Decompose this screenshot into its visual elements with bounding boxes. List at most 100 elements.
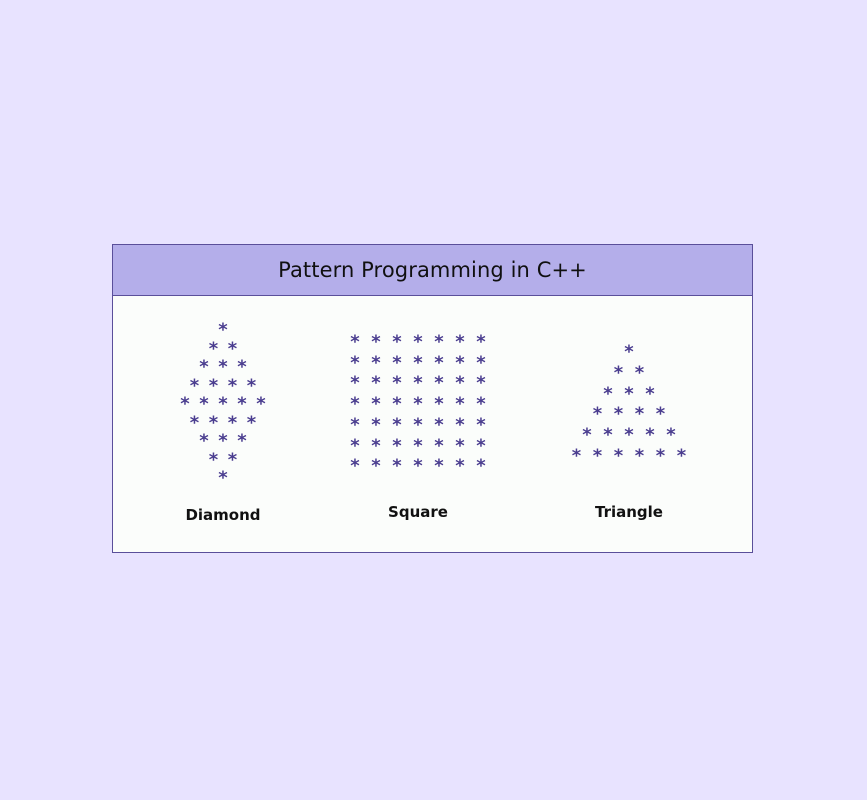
star-icon: * xyxy=(237,393,247,415)
star-icon: * xyxy=(413,352,423,374)
star-icon: * xyxy=(208,449,219,471)
star-icon: * xyxy=(434,373,444,395)
star-icon: * xyxy=(218,393,228,415)
star-icon: * xyxy=(455,331,465,353)
triangle-label: Triangle xyxy=(595,503,663,521)
star-icon: * xyxy=(434,331,444,353)
star-icon: * xyxy=(371,393,381,415)
star-icon: * xyxy=(455,435,465,457)
star-icon: * xyxy=(476,435,486,457)
star-icon: * xyxy=(237,430,247,452)
star-icon: * xyxy=(655,445,666,467)
star-icon: * xyxy=(350,455,360,477)
star-icon: * xyxy=(455,352,465,374)
page-title: Pattern Programming in C++ xyxy=(278,258,587,282)
star-icon: * xyxy=(392,435,402,457)
star-icon: * xyxy=(392,393,402,415)
star-icon: * xyxy=(350,331,360,353)
star-icon: * xyxy=(413,331,423,353)
star-icon: * xyxy=(227,375,238,397)
star-icon: * xyxy=(227,338,238,360)
star-icon: * xyxy=(634,445,645,467)
star-icon: * xyxy=(256,393,266,415)
star-icon: * xyxy=(476,393,486,415)
star-icon: * xyxy=(218,467,228,489)
star-icon: * xyxy=(613,362,624,384)
star-icon: * xyxy=(476,352,486,374)
star-icon: * xyxy=(392,414,402,436)
diamond-label: Diamond xyxy=(185,506,261,524)
star-icon: * xyxy=(603,424,613,446)
star-icon: * xyxy=(434,455,444,477)
star-icon: * xyxy=(634,404,645,426)
star-icon: * xyxy=(676,445,687,467)
star-icon: * xyxy=(603,383,613,405)
star-icon: * xyxy=(350,373,360,395)
star-icon: * xyxy=(476,331,486,353)
star-icon: * xyxy=(208,412,219,434)
star-icon: * xyxy=(434,435,444,457)
star-icon: * xyxy=(218,319,228,341)
star-icon: * xyxy=(655,404,666,426)
star-icon: * xyxy=(392,331,402,353)
star-icon: * xyxy=(413,414,423,436)
star-icon: * xyxy=(455,373,465,395)
star-icon: * xyxy=(413,393,423,415)
star-icon: * xyxy=(582,424,592,446)
star-icon: * xyxy=(624,341,634,363)
star-icon: * xyxy=(350,352,360,374)
star-icon: * xyxy=(634,362,645,384)
star-icon: * xyxy=(645,383,655,405)
star-icon: * xyxy=(237,356,247,378)
star-icon: * xyxy=(199,356,209,378)
star-icon: * xyxy=(371,373,381,395)
star-icon: * xyxy=(371,455,381,477)
star-icon: * xyxy=(392,352,402,374)
star-icon: * xyxy=(199,430,209,452)
star-icon: * xyxy=(371,414,381,436)
star-icon: * xyxy=(476,455,486,477)
star-icon: * xyxy=(208,375,219,397)
star-icon: * xyxy=(371,435,381,457)
star-icon: * xyxy=(227,412,238,434)
star-icon: * xyxy=(434,414,444,436)
star-icon: * xyxy=(350,393,360,415)
star-icon: * xyxy=(413,373,423,395)
star-icon: * xyxy=(392,373,402,395)
star-icon: * xyxy=(180,393,190,415)
star-icon: * xyxy=(350,414,360,436)
star-icon: * xyxy=(371,352,381,374)
star-icon: * xyxy=(218,356,228,378)
pattern-card: Pattern Programming in C++ *************… xyxy=(112,244,753,553)
star-icon: * xyxy=(350,435,360,457)
star-icon: * xyxy=(613,445,624,467)
star-icon: * xyxy=(455,414,465,436)
star-icon: * xyxy=(592,404,603,426)
star-icon: * xyxy=(246,412,257,434)
star-icon: * xyxy=(413,455,423,477)
star-icon: * xyxy=(434,393,444,415)
star-icon: * xyxy=(624,424,634,446)
star-icon: * xyxy=(413,435,423,457)
star-icon: * xyxy=(189,412,200,434)
star-icon: * xyxy=(246,375,257,397)
star-icon: * xyxy=(455,393,465,415)
card-header: Pattern Programming in C++ xyxy=(113,245,752,296)
star-icon: * xyxy=(392,455,402,477)
star-icon: * xyxy=(189,375,200,397)
star-icon: * xyxy=(476,414,486,436)
star-icon: * xyxy=(666,424,676,446)
square-label: Square xyxy=(388,503,448,521)
star-icon: * xyxy=(592,445,603,467)
star-icon: * xyxy=(227,449,238,471)
star-icon: * xyxy=(218,430,228,452)
star-icon: * xyxy=(371,331,381,353)
star-icon: * xyxy=(613,404,624,426)
star-icon: * xyxy=(645,424,655,446)
star-icon: * xyxy=(476,373,486,395)
star-icon: * xyxy=(624,383,634,405)
star-icon: * xyxy=(571,445,582,467)
star-icon: * xyxy=(455,455,465,477)
star-icon: * xyxy=(199,393,209,415)
star-icon: * xyxy=(434,352,444,374)
